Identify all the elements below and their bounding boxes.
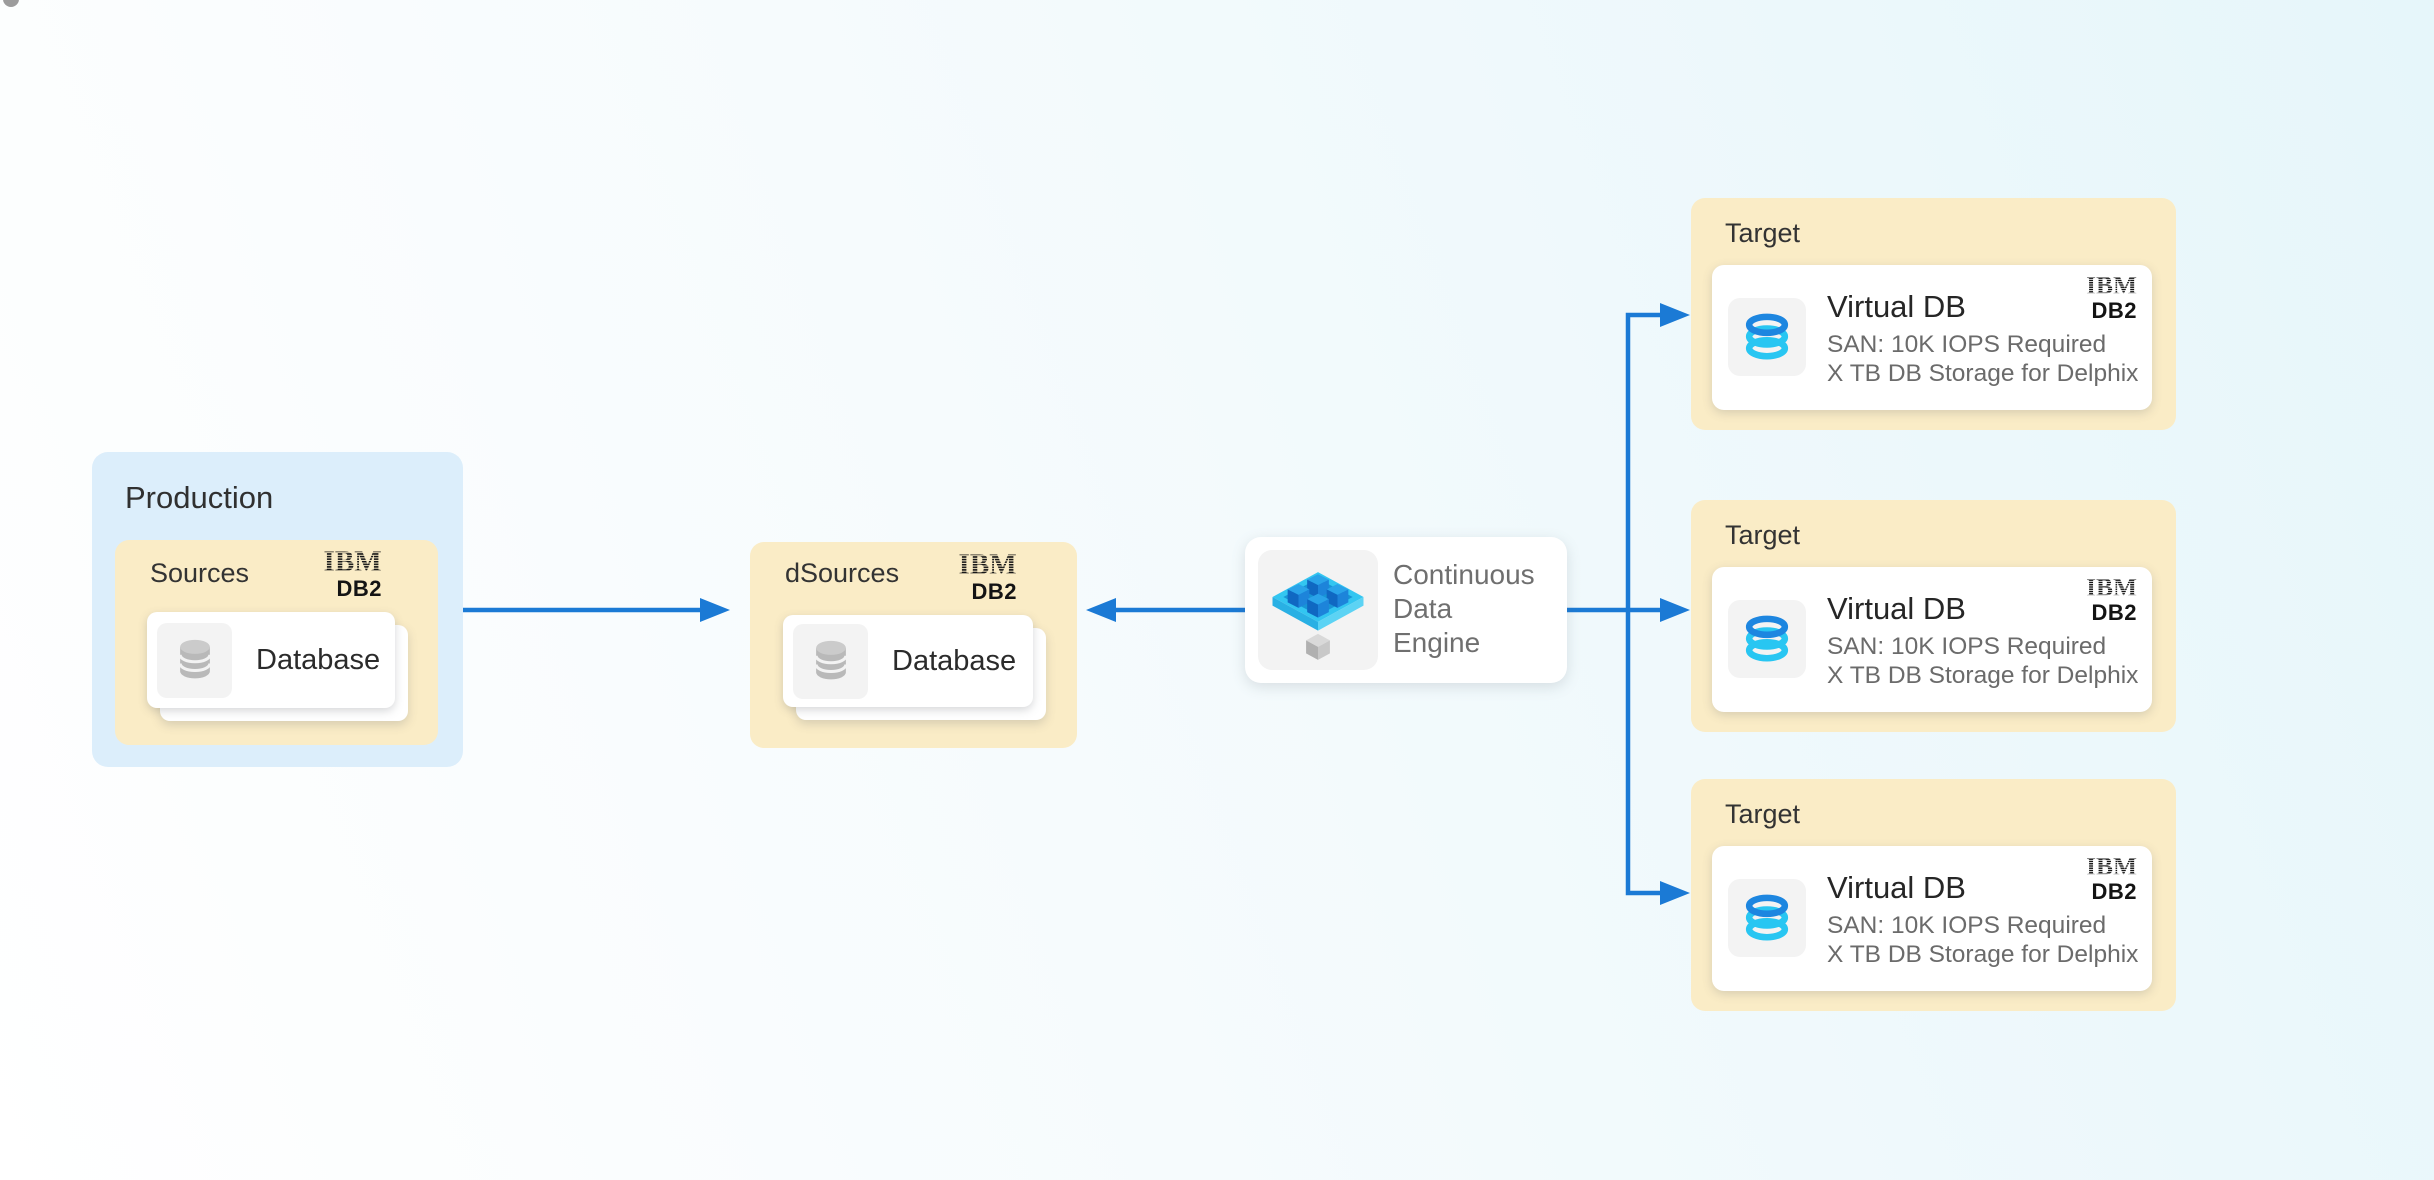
arrowhead-dsources-in (700, 598, 730, 622)
virtual-db-card: Virtual DB SAN: 10K IOPS Required X TB D… (1712, 846, 2152, 991)
database-card: Database (147, 612, 395, 708)
ibm-db2-logo: IBM DB2 (2071, 854, 2137, 903)
ibm-db2-logo: IBM DB2 (2071, 273, 2137, 322)
database-icon (814, 640, 847, 680)
database-card: Database (783, 615, 1033, 707)
ibm-db2-logo: IBM DB2 (306, 548, 382, 600)
dsources-label: dSources (785, 558, 900, 588)
database-icon (178, 639, 211, 679)
virtual-db-icon (1745, 313, 1789, 360)
engine-label: Continuous Data Engine (1393, 559, 1535, 658)
storage-spec: X TB DB Storage for Delphix (1827, 941, 2139, 968)
db2-label: DB2 (336, 576, 382, 601)
db2-label: DB2 (971, 579, 1017, 604)
ibm-wordmark-icon: IBM (959, 551, 1017, 579)
ibm-wordmark-icon: IBM (324, 548, 382, 576)
target-box-3: Target Virtual DB SAN: 10K IOPS Required… (1691, 779, 2176, 1011)
san-iops-spec: SAN: 10K IOPS Required (1827, 633, 2107, 660)
ibm-wordmark-icon: IBM (2086, 575, 2137, 600)
database-label: Database (256, 643, 381, 676)
svg-text:IBM: IBM (2086, 854, 2137, 879)
sources-group: Sources IBM DB2 Database (115, 540, 438, 745)
virtual-db-title: Virtual DB (1827, 289, 1966, 324)
virtual-db-card: Virtual DB SAN: 10K IOPS Required X TB D… (1712, 567, 2152, 712)
arrowhead-target-2 (1660, 598, 1690, 622)
production-label: Production (125, 480, 274, 515)
svg-text:IBM: IBM (324, 548, 382, 576)
virtual-db-title: Virtual DB (1827, 591, 1966, 626)
target-box-2: Target Virtual DB SAN: 10K IOPS Required… (1691, 500, 2176, 732)
ibm-wordmark-icon: IBM (2086, 854, 2137, 879)
target-label: Target (1725, 799, 1801, 829)
svg-text:IBM: IBM (2086, 575, 2137, 600)
svg-text:IBM: IBM (959, 551, 1017, 579)
dsources-group: dSources IBM DB2 Database (750, 542, 1077, 748)
virtual-db-icon (1745, 894, 1789, 941)
continuous-data-engine-icon (1272, 572, 1364, 660)
sources-label: Sources (150, 558, 250, 588)
virtual-db-icon-tile (1728, 298, 1806, 376)
engine-icon-tile (1258, 550, 1378, 670)
production-box: Production Sources IBM DB2 (92, 452, 463, 767)
virtual-db-icon (1745, 615, 1789, 662)
arrow-engine-to-targets-trunk (1567, 312, 1661, 896)
arrowhead-target-1 (1660, 303, 1690, 327)
virtual-db-icon-tile (1728, 879, 1806, 957)
ibm-db2-logo: IBM DB2 (941, 551, 1017, 603)
database-icon-tile (793, 623, 868, 699)
corner-dot (3, 0, 19, 7)
db2-label: DB2 (2091, 599, 2137, 625)
san-iops-spec: SAN: 10K IOPS Required (1827, 331, 2107, 358)
db2-label: DB2 (2091, 878, 2137, 904)
virtual-db-title: Virtual DB (1827, 870, 1966, 905)
svg-text:IBM: IBM (2086, 273, 2137, 298)
target-label: Target (1725, 520, 1801, 550)
continuous-data-engine-card: Continuous Data Engine (1245, 537, 1567, 683)
storage-spec: X TB DB Storage for Delphix (1827, 360, 2139, 387)
arrowhead-dsources-back (1086, 598, 1116, 622)
target-label: Target (1725, 218, 1801, 248)
db2-label: DB2 (2091, 297, 2137, 323)
database-label: Database (892, 644, 1017, 677)
virtual-db-card: Virtual DB SAN: 10K IOPS Required X TB D… (1712, 265, 2152, 410)
arrowhead-target-3 (1660, 881, 1690, 905)
ibm-wordmark-icon: IBM (2086, 273, 2137, 298)
database-icon-tile (157, 622, 232, 698)
virtual-db-icon-tile (1728, 600, 1806, 678)
storage-spec: X TB DB Storage for Delphix (1827, 662, 2139, 689)
ibm-db2-logo: IBM DB2 (2071, 575, 2137, 624)
target-box-1: Target Virtual DB SAN: 10K IOPS Required… (1691, 198, 2176, 430)
san-iops-spec: SAN: 10K IOPS Required (1827, 912, 2107, 939)
